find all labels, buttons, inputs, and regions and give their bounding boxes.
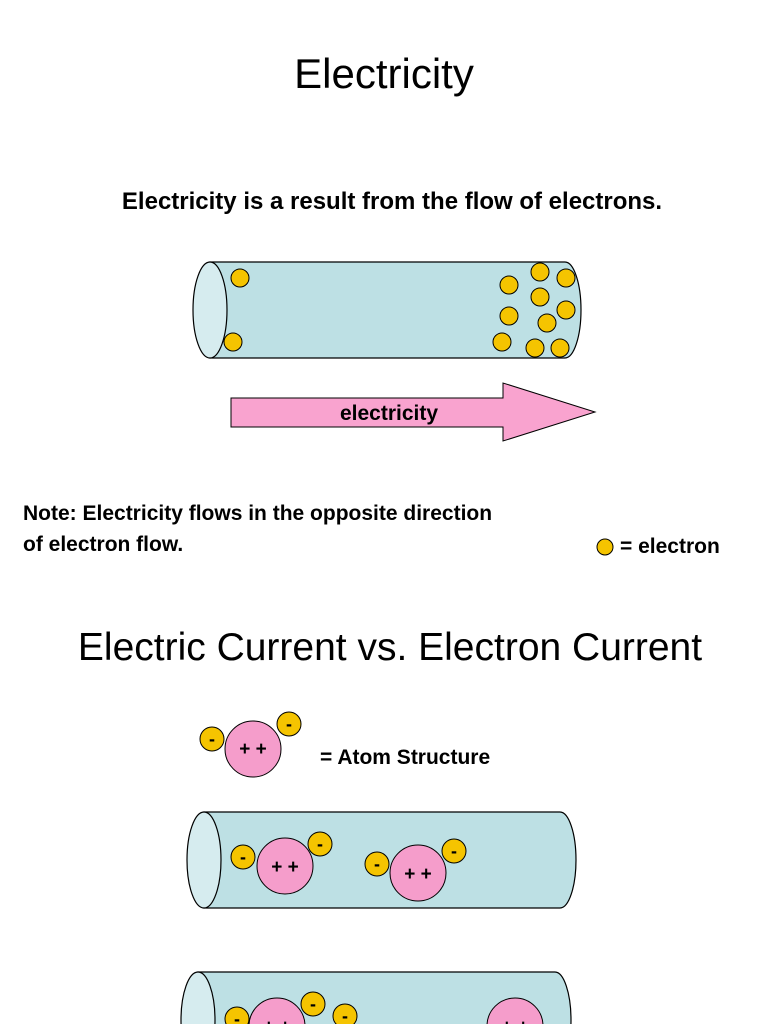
nucleus-icon bbox=[256, 837, 314, 895]
subtitle: Electricity is a result from the flow of… bbox=[121, 188, 663, 215]
electron-icon bbox=[223, 332, 243, 352]
electron-sign: - bbox=[286, 714, 292, 734]
electron-legend-label: = electron bbox=[620, 535, 720, 558]
electron-sign: - bbox=[209, 729, 215, 749]
electron-icon bbox=[199, 726, 225, 752]
electron-legend: = electron bbox=[596, 535, 720, 558]
electron-icon bbox=[492, 332, 512, 352]
electron-icon bbox=[525, 338, 545, 358]
electron-icon bbox=[307, 831, 333, 857]
note-line-2: of electron flow. bbox=[23, 533, 184, 556]
electron-icon bbox=[596, 538, 614, 556]
wire-1 bbox=[192, 261, 582, 359]
nucleus-label: + + bbox=[271, 857, 298, 878]
electron-icon bbox=[224, 1006, 250, 1024]
electron-sign: - bbox=[317, 834, 323, 854]
electron-sign: - bbox=[234, 1009, 240, 1024]
electron-icon bbox=[441, 838, 467, 864]
electron-icon bbox=[530, 287, 550, 307]
electron-icon bbox=[530, 262, 550, 282]
wire-3-atom-1: + + - - - bbox=[224, 991, 358, 1024]
electron-icon bbox=[332, 1003, 358, 1024]
nucleus-label: + + bbox=[501, 1017, 528, 1024]
electricity-arrow: electricity bbox=[230, 382, 597, 442]
electron-icon bbox=[230, 844, 256, 870]
nucleus-label: + + bbox=[239, 739, 266, 760]
electron-icon bbox=[300, 991, 326, 1017]
atom-legend-label: = Atom Structure bbox=[320, 746, 490, 769]
electron-sign: - bbox=[240, 847, 246, 867]
nucleus-icon bbox=[224, 720, 282, 778]
nucleus-label: + + bbox=[263, 1017, 290, 1024]
electron-icon bbox=[556, 268, 576, 288]
atom-legend: + + - - = Atom Structure bbox=[199, 711, 490, 778]
nucleus-icon bbox=[389, 844, 447, 902]
note-text: Note: Electricity flows in the opposite … bbox=[23, 498, 623, 560]
electron-sign: - bbox=[451, 841, 457, 861]
electron-icon bbox=[499, 275, 519, 295]
electron-icon bbox=[364, 851, 390, 877]
electron-sign: - bbox=[374, 854, 380, 874]
electron-icon bbox=[537, 313, 557, 333]
wire-2-atom-1: + + - - bbox=[230, 831, 333, 895]
wire-3-atom-2: + + bbox=[486, 997, 544, 1024]
electron-icon bbox=[550, 338, 570, 358]
wire-2-atom-2: + + - - bbox=[364, 838, 467, 902]
electron-sign: - bbox=[342, 1006, 348, 1024]
page-title: Electricity bbox=[294, 50, 474, 97]
electron-icon bbox=[230, 268, 250, 288]
electron-sign: - bbox=[310, 994, 316, 1014]
nucleus-icon bbox=[486, 997, 544, 1024]
wire-1-electrons bbox=[223, 262, 576, 358]
note-line-1: Note: Electricity flows in the opposite … bbox=[23, 502, 493, 525]
electron-icon bbox=[276, 711, 302, 737]
arrow-label: electricity bbox=[340, 402, 438, 425]
electron-icon bbox=[556, 300, 576, 320]
nucleus-label: + + bbox=[404, 864, 431, 885]
electron-icon bbox=[499, 306, 519, 326]
section-title: Electric Current vs. Electron Current bbox=[77, 626, 703, 669]
nucleus-icon bbox=[248, 997, 306, 1024]
